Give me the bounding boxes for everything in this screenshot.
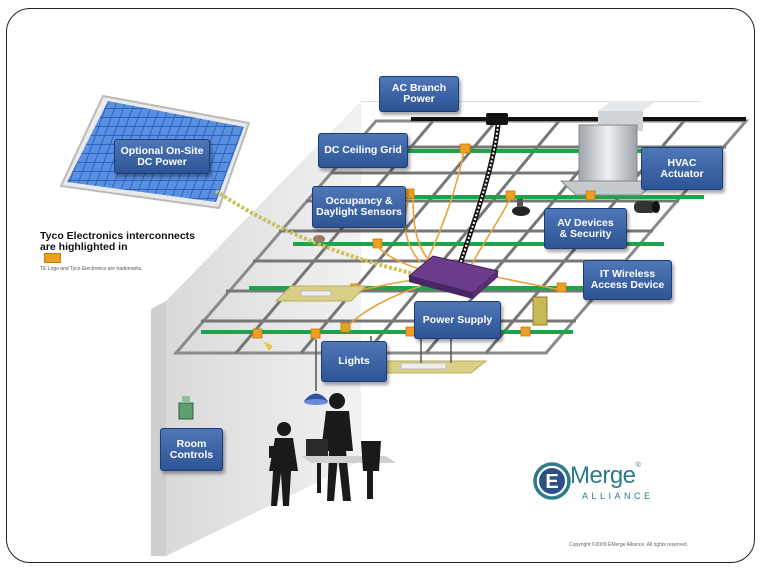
label-av-devices: AV Devices & Security: [544, 208, 627, 249]
wall-control-panel: [178, 396, 194, 420]
label-power-supply-line1: Power Supply: [422, 313, 493, 326]
label-occupancy-sensors: Occupancy & Daylight Sensors: [312, 186, 406, 228]
label-room-controls: Room Controls: [160, 428, 223, 471]
label-hvac-actuator: HVAC Actuator: [641, 147, 723, 190]
label-optional-dc-power-line1: Optional On-Site: [120, 144, 204, 157]
logo-word-text: Merge: [570, 462, 636, 489]
label-occupancy-sensors-line2: Daylight Sensors: [316, 206, 402, 218]
highlight-note-line2: are highlighted in: [40, 242, 260, 263]
trademark-note: TE Logo and Tyco Electronics are tradema…: [40, 266, 143, 272]
label-dc-ceiling-grid-line1: DC Ceiling Grid: [324, 144, 402, 156]
svg-text:E: E: [545, 471, 558, 493]
label-occupancy-sensors-line1: Occupancy &: [325, 195, 393, 207]
label-it-wireless-line2: Access Device: [590, 279, 665, 291]
diagram-frame: AC Branch Power Optional On-Site DC Powe…: [6, 8, 755, 563]
copyright-text: Copyright ©2009 EMerge Alliance. All rig…: [569, 542, 689, 548]
label-av-devices-line2: & Security: [559, 227, 612, 240]
power-supply-module: [407, 255, 500, 299]
logo-wordmark: Merge®: [570, 462, 641, 490]
office-workers-silhouette: [269, 393, 396, 506]
highlight-note-line1: Tyco Electronics interconnects: [40, 230, 196, 242]
logo-subtitle: ALLIANCE: [582, 491, 654, 501]
hvac-duct: [559, 101, 658, 196]
label-lights-line1: Lights: [338, 355, 370, 367]
label-optional-dc-power-line2: DC Power: [137, 155, 187, 168]
label-it-wireless: IT Wireless Access Device: [583, 260, 672, 300]
device-wires: [344, 150, 562, 330]
label-hvac-actuator-line1: HVAC: [667, 156, 697, 169]
label-ac-branch-power: AC Branch Power: [379, 76, 459, 112]
label-lights: Lights: [321, 341, 387, 382]
label-power-supply: Power Supply: [414, 301, 501, 339]
label-ac-branch-power-line1: AC Branch: [391, 82, 447, 94]
label-it-wireless-line1: IT Wireless: [599, 268, 656, 280]
label-hvac-actuator-line2: Actuator: [660, 167, 704, 180]
label-ac-branch-power-line2: Power: [403, 93, 435, 105]
highlight-note-title: Tyco Electronics interconnects are highl…: [40, 231, 260, 263]
highlight-note: Tyco Electronics interconnects are highl…: [40, 231, 260, 273]
highlight-note-line2-text: are highlighted in: [40, 241, 128, 253]
ceiling-devices: [263, 199, 660, 351]
logo-registered: ®: [635, 462, 641, 469]
label-av-devices-line1: AV Devices: [557, 216, 614, 229]
label-optional-dc-power: Optional On-Site DC Power: [114, 139, 210, 174]
label-room-controls-line1: Room: [176, 437, 207, 450]
ac-branch-cable: [411, 113, 746, 277]
emerge-alliance-logo: E Merge® ALLIANCE: [530, 458, 670, 508]
label-dc-ceiling-grid: DC Ceiling Grid: [318, 133, 408, 168]
orange-swatch: [44, 253, 61, 263]
label-room-controls-line2: Controls: [169, 448, 214, 461]
emerge-e-icon: E: [533, 462, 571, 500]
